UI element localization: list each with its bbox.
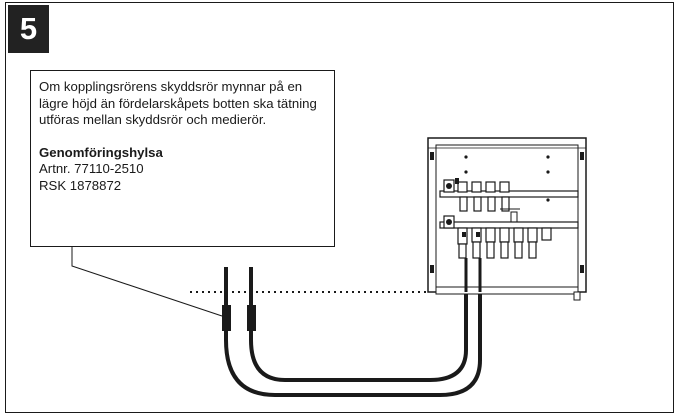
callout-box: Om kopplingsrörens skyddsrör mynnar på e… <box>30 70 335 247</box>
step-number-badge: 5 <box>8 5 49 53</box>
article-number: Artnr. 77110-2510 <box>39 161 144 176</box>
protective-pipe-outer <box>224 267 482 397</box>
sealing-sleeve-left <box>222 305 231 331</box>
sealing-sleeve-right <box>247 305 256 331</box>
protective-pipe-inner <box>249 267 468 382</box>
rsk-number: RSK 1878872 <box>39 177 122 193</box>
distribution-cabinet <box>427 137 587 301</box>
callout-instruction-text: Om kopplingsrörens skyddsrör mynnar på e… <box>39 79 317 127</box>
step-frame <box>5 2 674 413</box>
product-name: Genomföringshylsa <box>39 144 163 160</box>
callout-leader-line <box>71 247 223 317</box>
